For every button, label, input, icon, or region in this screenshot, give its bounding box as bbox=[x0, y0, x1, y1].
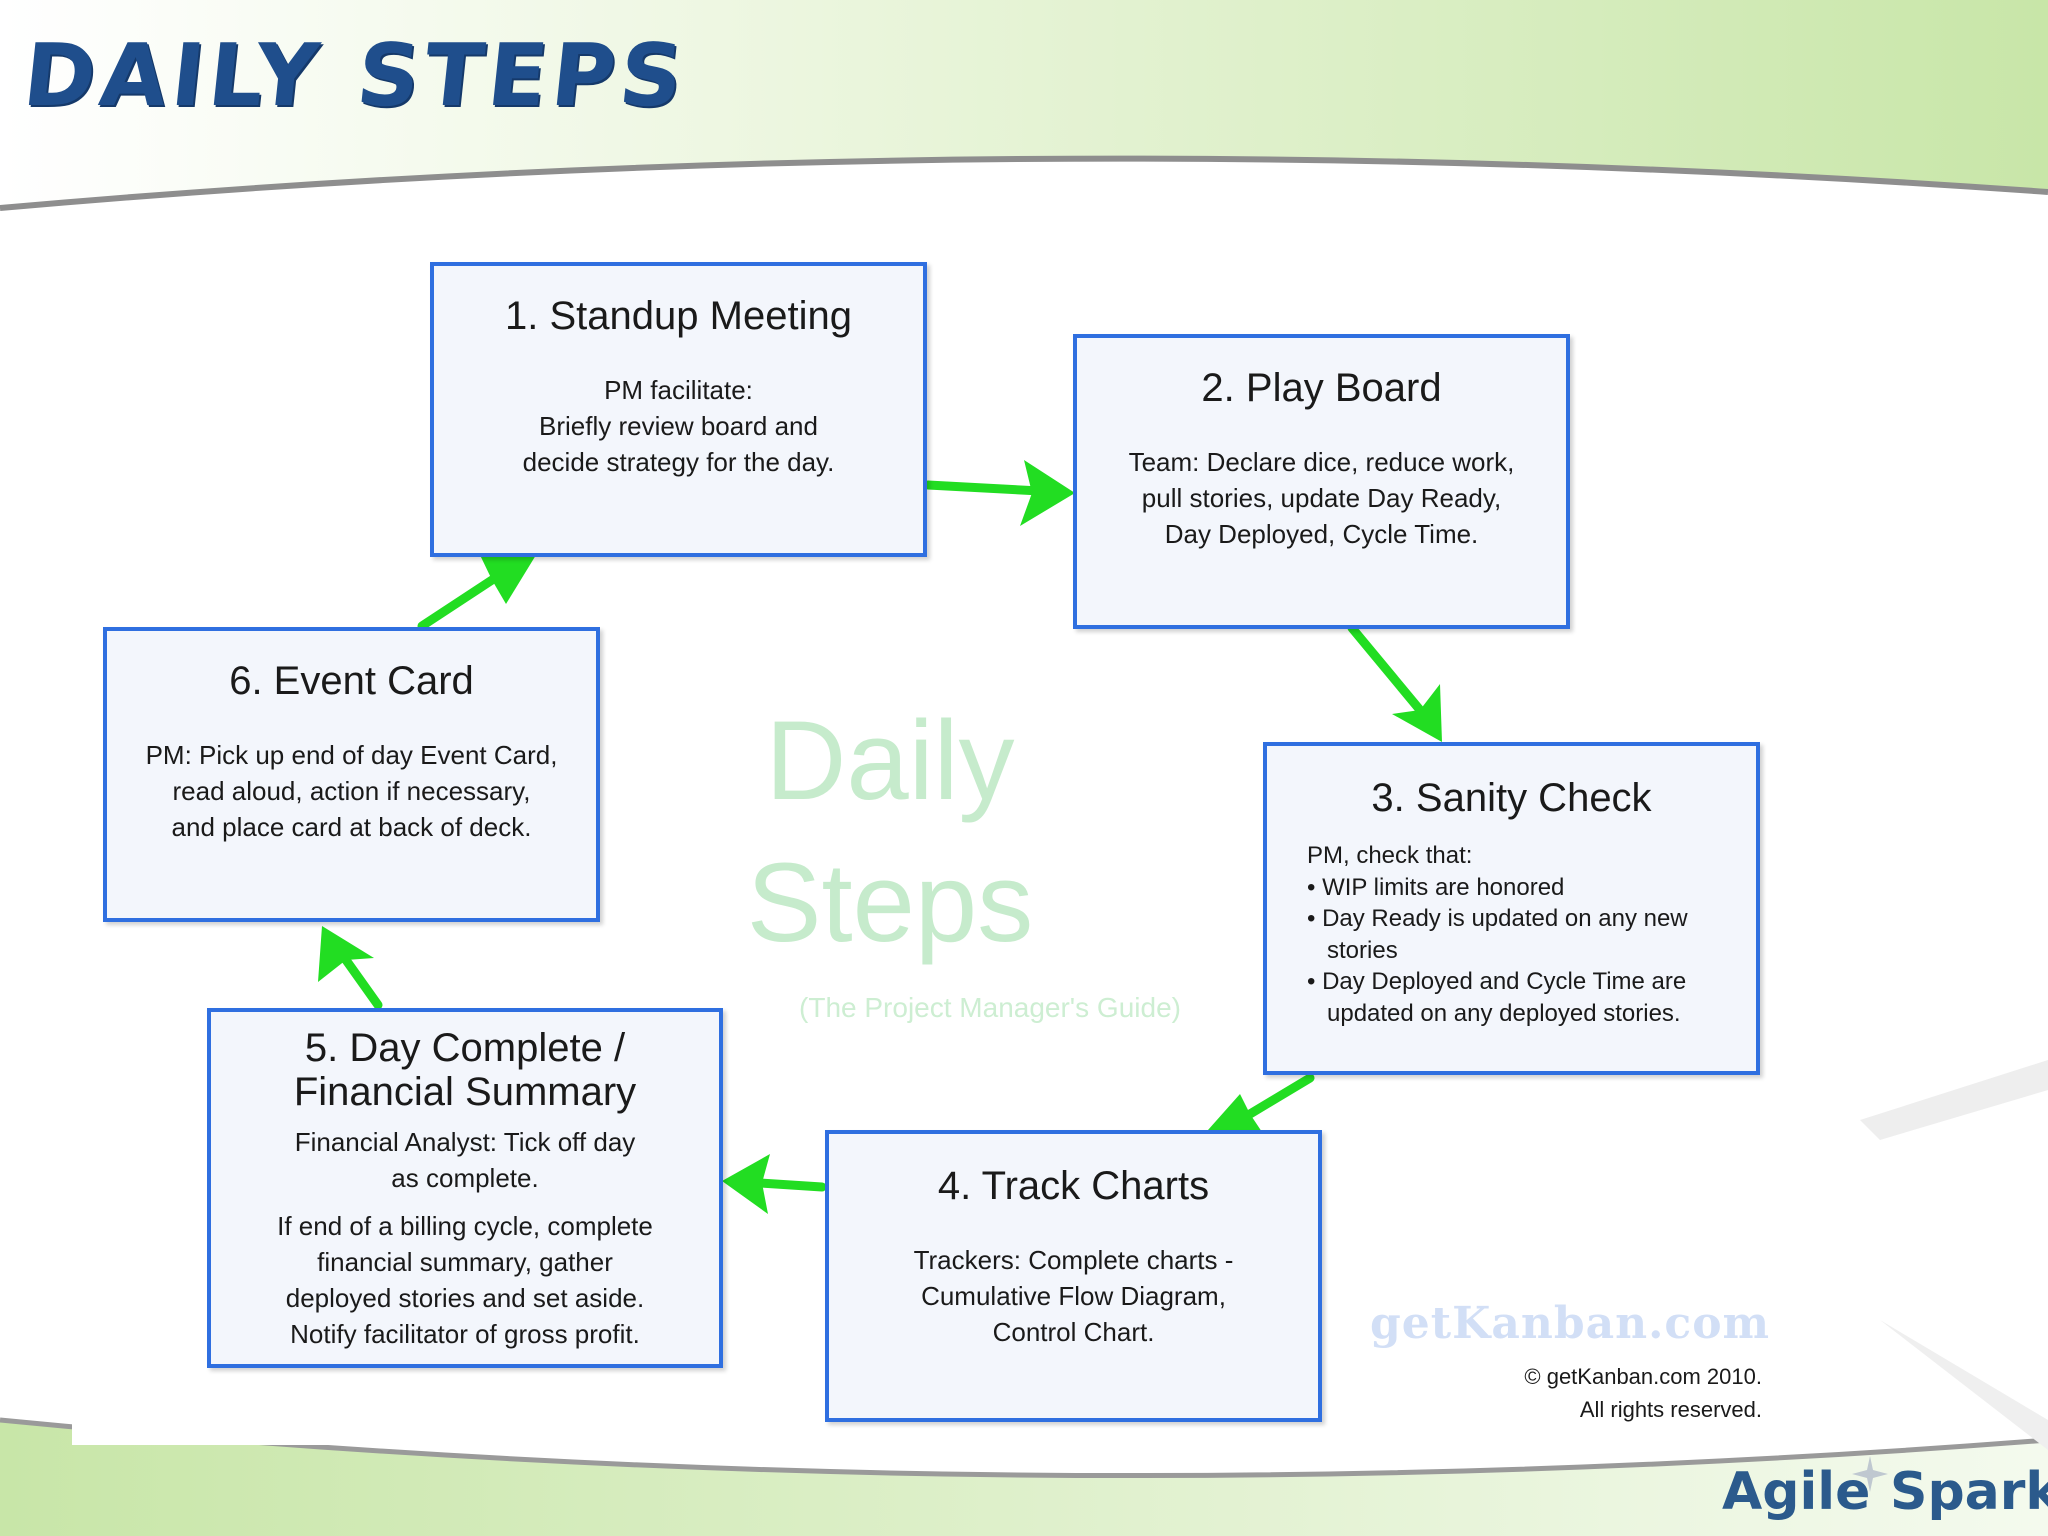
watermark-title: Daily Steps bbox=[740, 690, 1040, 974]
agilesparks-logo: Agile Sparks bbox=[1722, 1456, 2048, 1532]
step-body: Financial Analyst: Tick off day as compl… bbox=[294, 1127, 636, 1193]
step-body: Trackers: Complete charts - Cumulative F… bbox=[913, 1245, 1234, 1347]
step-body: PM: Pick up end of day Event Card, read … bbox=[145, 740, 558, 842]
step-1-box: 1. Standup Meeting PM facilitate: Briefl… bbox=[430, 262, 927, 557]
step-body: Team: Declare dice, reduce work, pull st… bbox=[1128, 447, 1515, 549]
step-title: 2. Play Board bbox=[1201, 366, 1442, 410]
arrow-6-to-1 bbox=[417, 555, 536, 631]
logo-text-sparks: Sparks bbox=[1890, 1462, 2048, 1522]
step-title: 3. Sanity Check bbox=[1371, 776, 1652, 820]
step-2-box: 2. Play Board Team: Declare dice, reduce… bbox=[1073, 334, 1570, 629]
step-body: PM facilitate: Briefly review board and … bbox=[522, 375, 835, 477]
step-title: 4. Track Charts bbox=[937, 1164, 1210, 1208]
checklist-lead: PM, check that: bbox=[1307, 842, 1473, 869]
step-3-box: 3. Sanity Check PM, check that: • WIP li… bbox=[1263, 742, 1760, 1075]
logo-text-agile: Agile bbox=[1722, 1462, 1871, 1522]
copyright-notice: © getKanban.com 2010. All rights reserve… bbox=[1524, 1364, 1762, 1422]
step-checklist: PM, check that: • WIP limits are honored… bbox=[1267, 840, 1756, 1029]
arrow-4-to-5 bbox=[722, 1154, 827, 1214]
checklist-item: • Day Ready is updated on any new storie… bbox=[1307, 905, 1688, 964]
checklist-item: • Day Deployed and Cycle Time are update… bbox=[1307, 968, 1687, 1027]
arrow-3-to-4 bbox=[1208, 1073, 1315, 1132]
step-4-box: 4. Track Charts Trackers: Complete chart… bbox=[825, 1130, 1322, 1422]
arrow-1-to-2 bbox=[923, 460, 1075, 526]
step-5-box: 5. Day Complete / Financial Summary Fina… bbox=[207, 1008, 723, 1368]
step-title: 5. Day Complete / Financial Summary bbox=[293, 1026, 637, 1114]
step-title: 1. Standup Meeting bbox=[505, 294, 852, 338]
watermark-subtitle: (The Project Manager's Guide) bbox=[799, 992, 1181, 1023]
watermark-line-2: Steps bbox=[746, 840, 1034, 965]
arrow-2-to-3 bbox=[1347, 623, 1442, 742]
step-body-secondary: If end of a billing cycle, complete fina… bbox=[277, 1211, 653, 1349]
step-6-box: 6. Event Card PM: Pick up end of day Eve… bbox=[103, 627, 600, 922]
step-title: 6. Event Card bbox=[229, 659, 474, 703]
checklist-item: • WIP limits are honored bbox=[1307, 873, 1565, 901]
arrow-5-to-6 bbox=[318, 926, 383, 1010]
getkanban-wordmark: getKanban.com bbox=[1370, 1298, 1771, 1349]
watermark-line-1: Daily bbox=[765, 698, 1015, 823]
spark-icon bbox=[1852, 1456, 1888, 1492]
